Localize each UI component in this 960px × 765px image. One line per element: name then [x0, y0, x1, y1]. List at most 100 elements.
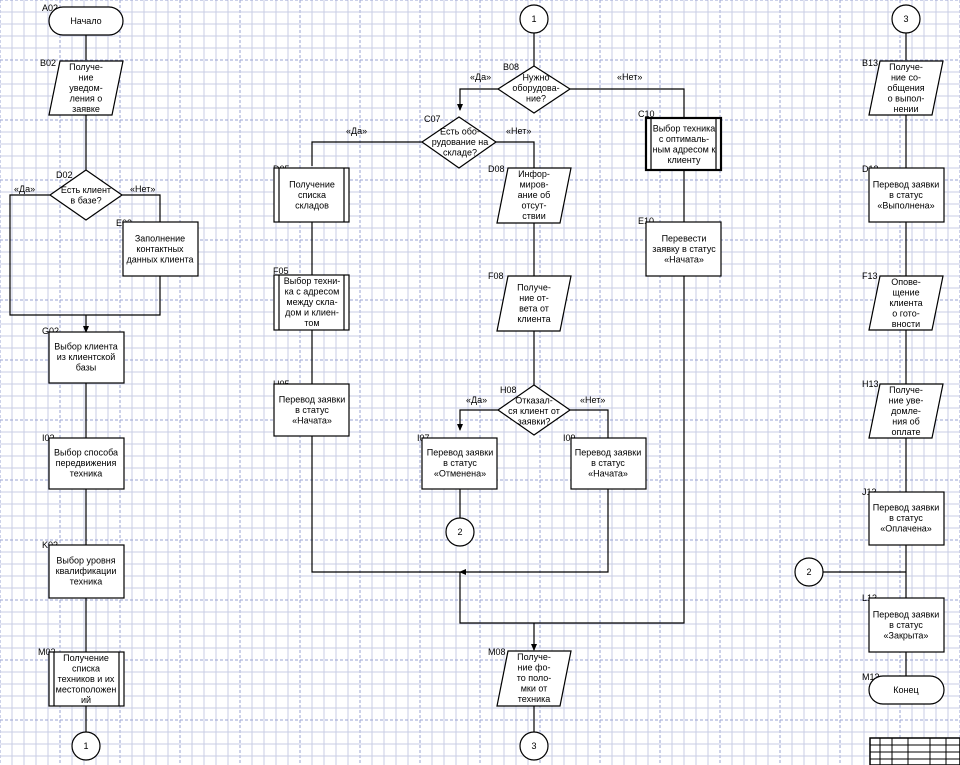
label-line: квалификации: [56, 566, 117, 576]
block-id: F13: [862, 271, 878, 281]
label-line: оборудова-: [512, 83, 559, 93]
block-id: E10: [638, 216, 654, 226]
label-line: ние со-: [891, 73, 921, 83]
block-label: Начало: [70, 16, 101, 26]
label-line: Перевод заявки: [279, 395, 345, 405]
yes-label: «Да»: [14, 184, 35, 194]
label-line: Перевести: [662, 234, 707, 244]
connector-3-in[interactable]: 3: [891, 4, 921, 34]
label-line: Начало: [70, 16, 101, 26]
label-line: Инфор-: [518, 169, 550, 179]
label-line: в базе?: [70, 195, 101, 205]
terminator-start[interactable]: A02 Начало: [42, 3, 124, 36]
label-line: рудование на: [432, 137, 489, 147]
label-line: ся клиент от: [508, 406, 560, 416]
label-line: из клиентской: [57, 352, 116, 362]
label-line: ления о: [70, 94, 103, 104]
label-line: Есть клиент: [61, 185, 111, 195]
label-line: базы: [76, 363, 96, 373]
connector-label: 1: [531, 14, 536, 24]
label-line: ние: [78, 73, 93, 83]
label-line: Получение: [63, 653, 109, 663]
title-block-table: [869, 737, 960, 765]
label-line: уведом-: [69, 83, 102, 93]
label-line: вета от: [519, 303, 549, 313]
label-line: Заполнение: [135, 234, 185, 244]
label-line: миров-: [519, 180, 548, 190]
block-id: H08: [500, 385, 517, 395]
label-line: Выбор уровня: [56, 556, 115, 566]
yes-label: «Да»: [466, 395, 487, 405]
label-line: Получе-: [889, 62, 923, 72]
block-id: H13: [862, 379, 879, 389]
block-id: C10: [638, 109, 655, 119]
label-line: складов: [295, 201, 329, 211]
label-line: заявке: [72, 104, 100, 114]
connector-2-out[interactable]: 2: [445, 517, 475, 547]
connector-1-in[interactable]: 1: [519, 4, 549, 34]
label-line: Получе-: [889, 385, 923, 395]
flow-connectors: [9, 33, 907, 733]
connector-3-out[interactable]: 3: [519, 731, 549, 761]
label-line: заявку в статус: [652, 244, 716, 254]
label-line: Выбор техни-: [284, 276, 340, 286]
label-line: клиенту: [667, 155, 701, 165]
label-line: домле-: [891, 406, 921, 416]
connector-label: 2: [806, 567, 811, 577]
block-id: F05: [273, 266, 289, 276]
label-line: в статус: [443, 458, 477, 468]
connector-label: 2: [457, 527, 462, 537]
label-line: дом и клиен-: [285, 308, 339, 318]
block-id: I09: [563, 433, 576, 443]
label-line: то поло-: [517, 673, 552, 683]
block-id: D02: [56, 170, 73, 180]
label-line: в статус: [889, 513, 923, 523]
terminator-end[interactable]: M13 Конец: [862, 672, 945, 705]
label-line: общения: [887, 83, 924, 93]
no-label: «Нет»: [506, 126, 531, 136]
label-line: ние фо-: [518, 663, 551, 673]
label-line: ния об: [892, 417, 920, 427]
label-line: списка: [298, 190, 326, 200]
no-label: «Нет»: [580, 395, 605, 405]
label-line: в статус: [591, 458, 625, 468]
connector-1-out[interactable]: 1: [71, 731, 101, 761]
label-line: данных клиента: [127, 255, 194, 265]
label-line: «Начата»: [664, 255, 704, 265]
connector-2-in[interactable]: 2: [794, 557, 824, 587]
